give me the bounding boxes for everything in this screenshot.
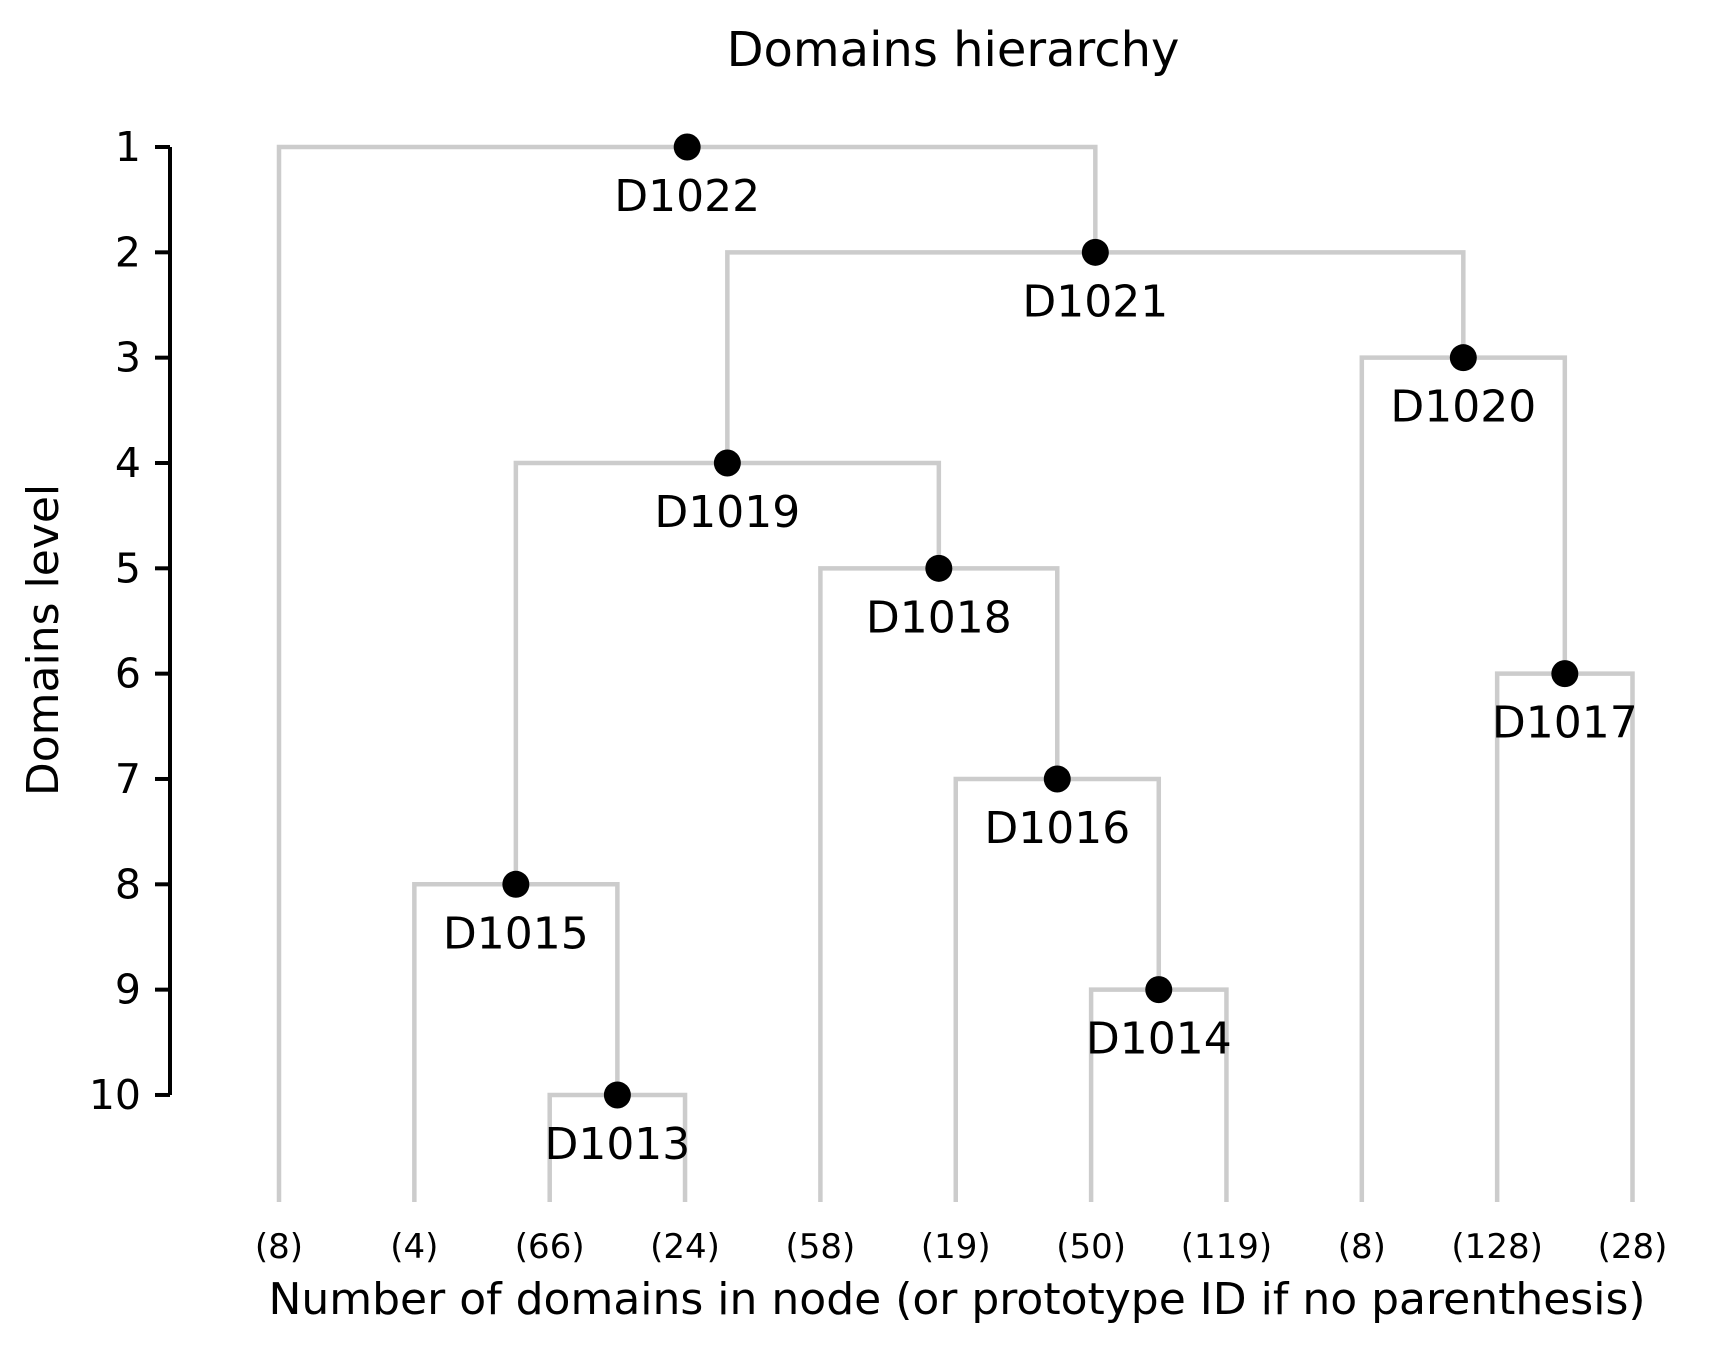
- x-tick-labels: (8) (4) (66) (24) (58) (19) (50) (119) (8) (128) (…: [255, 1227, 1667, 1267]
- tree-node-dot-D1019: [713, 449, 741, 477]
- leaf-label: (66): [515, 1227, 585, 1267]
- leaf-label: (8): [1338, 1227, 1386, 1267]
- tree-link-D1022: [276, 144, 1098, 1202]
- y-tick-label: 2: [115, 228, 141, 276]
- dendrogram-node-labels: D1022D1021D1020D1019D1018D1017D1016D1015…: [443, 171, 1638, 1170]
- tree-node-dot-D1017: [1551, 660, 1579, 688]
- tree-node-dot-D1016: [1043, 765, 1071, 793]
- tree-node-dot-D1020: [1449, 344, 1477, 372]
- tree-link-D1017: [1494, 671, 1635, 1202]
- leaf-label: (28): [1598, 1227, 1668, 1267]
- tree-node-dot-D1022: [673, 133, 701, 161]
- tree-node-label-D1013: D1013: [544, 1119, 690, 1170]
- dendrogram-node-dots: [502, 133, 1579, 1109]
- tree-link-D1020: [1359, 355, 1568, 1202]
- y-tick-label: 4: [115, 439, 141, 487]
- y-tick-label: 9: [115, 966, 141, 1014]
- tree-node-dot-D1015: [502, 870, 530, 898]
- tree-node-label-D1016: D1016: [984, 803, 1130, 854]
- chart-title: Domains hierarchy: [727, 22, 1180, 78]
- leaf-label: (119): [1181, 1227, 1272, 1267]
- y-tick-label: 10: [89, 1071, 141, 1119]
- y-tick-label: 3: [115, 334, 141, 382]
- tree-link-D1018: [818, 566, 1060, 1202]
- tree-node-label-D1015: D1015: [443, 908, 589, 959]
- tree-node-label-D1020: D1020: [1390, 382, 1536, 433]
- dendrogram-links: [276, 144, 1635, 1202]
- tree-node-dot-D1013: [603, 1081, 631, 1109]
- leaf-label: (8): [255, 1227, 303, 1267]
- y-tick-label: 7: [115, 755, 141, 803]
- tree-node-label-D1022: D1022: [614, 171, 760, 222]
- leaf-label: (24): [650, 1227, 720, 1267]
- tree-node-label-D1018: D1018: [866, 592, 1012, 643]
- y-tick-label: 1: [115, 123, 141, 171]
- tree-node-dot-D1018: [925, 554, 953, 582]
- leaf-label: (128): [1451, 1227, 1542, 1267]
- y-tick-label: 8: [115, 860, 141, 908]
- leaf-label: (19): [921, 1227, 991, 1267]
- tree-node-label-D1014: D1014: [1086, 1014, 1232, 1065]
- tree-node-dot-D1014: [1145, 976, 1173, 1004]
- leaf-label: (50): [1056, 1227, 1126, 1267]
- y-tick-label: 5: [115, 544, 141, 592]
- tree-node-dot-D1021: [1081, 238, 1109, 266]
- leaf-label: (4): [390, 1227, 438, 1267]
- tree-node-label-D1017: D1017: [1492, 698, 1638, 749]
- tree-node-label-D1019: D1019: [654, 487, 800, 538]
- y-tick-label: 6: [115, 650, 141, 698]
- y-axis-label: Domains level: [18, 484, 69, 796]
- y-axis: 1 2 3 4 5 6 7 8 9 10: [89, 123, 172, 1119]
- x-axis-label: Number of domains in node (or prototype …: [268, 1274, 1645, 1325]
- leaf-label: (58): [786, 1227, 856, 1267]
- tree-node-label-D1021: D1021: [1022, 276, 1168, 327]
